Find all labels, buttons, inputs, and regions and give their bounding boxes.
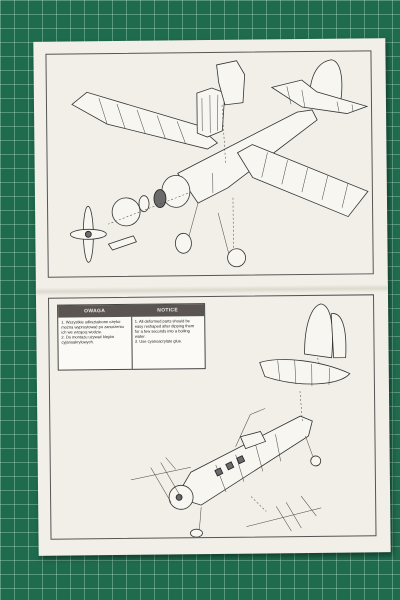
exploded-airplane-diagram-top [69, 59, 369, 268]
bottom-diagram-panel: OWAGA NOTICE 1. Wszystkie odkształcone c… [47, 294, 377, 540]
tail-fin-rudder [304, 303, 333, 359]
top-diagram-panel [45, 50, 374, 278]
rudder [330, 313, 347, 359]
cylinder-block [111, 197, 141, 227]
cabin-windows [214, 455, 246, 477]
left-wing-ribs [98, 98, 186, 144]
stabilizer-ribs [286, 86, 354, 112]
assembly-guide-lines [108, 104, 234, 248]
tailplane [259, 359, 351, 385]
canopy-top [216, 60, 246, 106]
engine-ring [153, 189, 167, 208]
engine-cowling [161, 174, 191, 208]
airplane-assembly-diagram-bottom [130, 303, 351, 538]
assembly-guide-lines-bottom [250, 357, 320, 512]
instruction-sheet: OWAGA NOTICE 1. Wszystkie odkształcone c… [33, 38, 391, 556]
tailplane-ribs [277, 360, 330, 386]
wing-struts-right [246, 495, 322, 532]
cabin-window-lines [201, 94, 219, 134]
exhaust-part [107, 235, 137, 251]
right-wing [236, 144, 369, 218]
propeller [69, 205, 107, 263]
gun-mount [235, 408, 267, 450]
cabin-frame [196, 87, 226, 138]
left-wing [71, 91, 219, 150]
wing-struts-left [130, 457, 191, 503]
horizontal-stabilizer [270, 79, 369, 114]
landing-gear-bottom [190, 435, 322, 538]
landing-gear [175, 172, 246, 268]
engine-part [138, 195, 150, 213]
right-wing-ribs [261, 152, 349, 208]
cowl-hub [175, 493, 183, 501]
